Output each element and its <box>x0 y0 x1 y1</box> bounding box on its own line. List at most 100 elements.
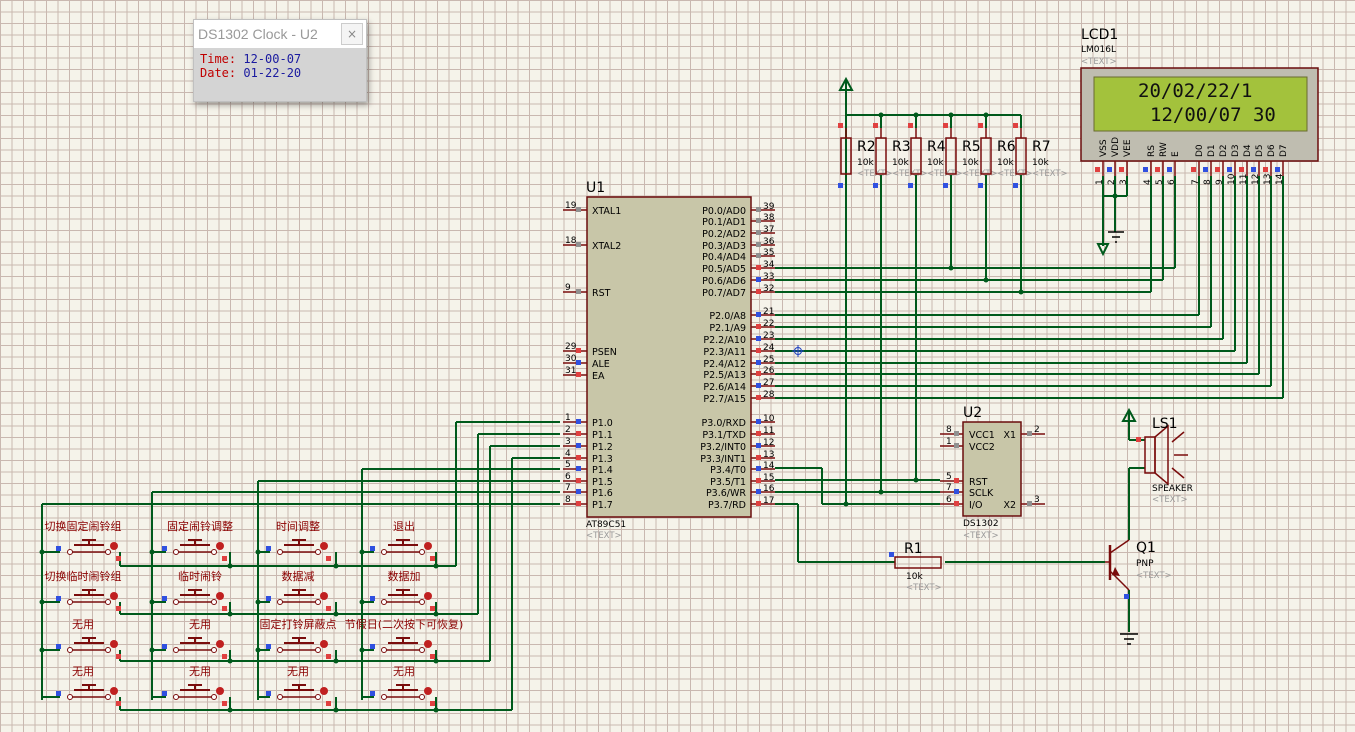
lcd-pin-name: E <box>1171 151 1181 157</box>
u2-pin-3[interactable]: 3X2 <box>1003 495 1045 511</box>
u2-pin-2[interactable]: 2X1 <box>1003 425 1045 441</box>
keypad-button-r4c2[interactable]: 无用 <box>162 665 227 706</box>
keypad-button-r4c1[interactable]: 无用 <box>56 665 121 706</box>
keypad-button-r1c1[interactable]: 切换固定闹铃组 <box>45 519 122 561</box>
close-icon[interactable]: × <box>341 23 363 45</box>
keypad-button-r3c3[interactable]: 固定打铃屏蔽点 <box>260 617 337 659</box>
resistor-value: 10k <box>927 158 944 168</box>
keypad-button-r1c3[interactable]: 时间调整 <box>266 519 331 561</box>
lcd-pin-7[interactable]: D07 <box>1191 144 1205 185</box>
keypad-button-r2c2[interactable]: 临时闹铃 <box>162 569 227 611</box>
r1-resistor[interactable]: R1 10k <TEXT> <box>889 541 942 593</box>
keypad-button-r1c4[interactable]: 退出 <box>370 519 435 561</box>
lcd-module[interactable]: LCD1 LM016L <TEXT> 20/02/22/1 12/00/07 3… <box>1080 27 1319 185</box>
keypad-button-r4c4[interactable]: 无用 <box>370 665 435 706</box>
keypad-button-r3c4[interactable]: 节假日(二次按下可恢复) <box>345 617 464 659</box>
lcd-pin-4[interactable]: RS4 <box>1143 145 1157 185</box>
transistor-q1[interactable]: Q1 PNP <TEXT> <box>1105 539 1172 599</box>
keypad-button-r3c1[interactable]: 无用 <box>56 618 121 659</box>
resistor-text-tag: <TEXT> <box>1032 169 1068 179</box>
pullup-resistors[interactable]: R210k<TEXT>R310k<TEXT>R410k<TEXT>R510k<T… <box>838 123 1068 188</box>
ds1302-clock-popup[interactable]: DS1302 Clock - U2 × Time: 12-00-07 Date:… <box>193 19 367 102</box>
popup-title-bar[interactable]: DS1302 Clock - U2 × <box>194 20 366 48</box>
lcd-pin-9[interactable]: D29 <box>1215 144 1229 185</box>
u1-pin-number: 12 <box>763 438 774 448</box>
lcd-pin-6[interactable]: E6 <box>1167 151 1181 185</box>
keypad-button-r2c3[interactable]: 数据减 <box>266 569 331 611</box>
keypad-button-r3c2[interactable]: 无用 <box>162 618 227 659</box>
speaker-ls1[interactable]: LS1 SPEAKER <TEXT> <box>1121 407 1193 505</box>
keypad-button-r2c4[interactable]: 数据加 <box>370 569 435 611</box>
lcd-pin-number: 8 <box>1203 179 1213 185</box>
keypad-button-r1c2[interactable]: 固定闹铃调整 <box>162 519 233 561</box>
u1-pin-name: P0.6/AD6 <box>702 276 746 287</box>
resistor-text-tag: <TEXT> <box>997 169 1033 179</box>
lcd-pin-8[interactable]: D18 <box>1203 144 1217 185</box>
keypad-matrix[interactable]: 切换固定闹铃组固定闹铃调整时间调整退出切换临时闹铃组临时闹铃数据减数据加无用无用… <box>45 519 464 706</box>
keypad-button-r2c1[interactable]: 切换临时闹铃组 <box>45 569 122 611</box>
lcd-pin-5[interactable]: RW5 <box>1155 142 1169 185</box>
keypad-button-r4c3[interactable]: 无用 <box>266 665 331 706</box>
